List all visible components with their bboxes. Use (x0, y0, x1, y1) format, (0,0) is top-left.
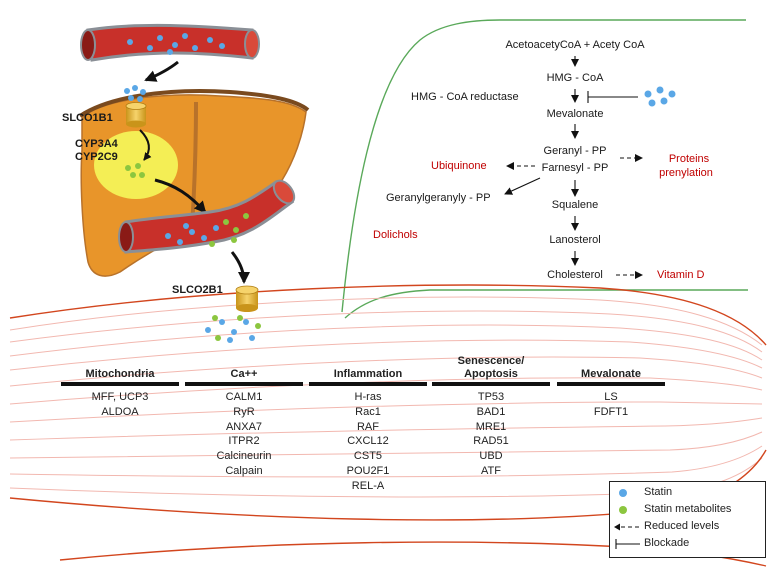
category-bars (61, 382, 665, 386)
gene-item: MFF, UCP3 (91, 391, 149, 403)
vitamin-d-label: Vitamin D (657, 269, 705, 281)
legend-reduced-label: Reduced levels (644, 520, 720, 532)
category-title-calcium: Ca++ (230, 368, 258, 380)
blockade-icon (615, 539, 640, 549)
gene-item: TP53 (477, 391, 505, 403)
statin-dots-liver (124, 85, 146, 102)
genes-inflammation: H-ras Rac1 RAF CXCL12 CST5 POU2F1 REL-A (347, 390, 390, 494)
arrow-to-vessel (154, 178, 207, 214)
gene-item: ITPR2 (228, 435, 260, 448)
squalene-label: Squalene (551, 199, 599, 211)
legend: Statin Statin metabolites Reduced levels… (609, 481, 766, 558)
category-title-apoptosis: Apoptosis (464, 368, 518, 380)
lanosterol-label: Lanosterol (549, 234, 601, 246)
proteins-label: Proteins (668, 153, 710, 165)
gene-item: RAD51 (473, 435, 509, 448)
genes-calcium: CALM1 RyR ANXA7 ITPR2 Calcineurin Calpai… (216, 390, 271, 479)
genes-senescence: TP53 BAD1 MRE1 RAD51 UBD ATF (473, 390, 508, 479)
gene-item: Calcineurin (216, 450, 272, 463)
gene-item: BAD1 (476, 405, 506, 418)
liver-cylinder (125, 102, 147, 128)
statin-dots-top (127, 33, 225, 55)
gene-item: CXCL12 (347, 435, 389, 448)
prenylation-label: prenylation (659, 167, 713, 179)
gene-item: UBD (479, 450, 503, 463)
metabolite-dots-liver (125, 163, 145, 178)
dashed-arrow-icon (614, 523, 639, 531)
ubiquinone-label: Ubiquinone (431, 160, 487, 172)
gene-item: Rac1 (355, 405, 381, 418)
mevalonate-label: Mevalonate (546, 108, 604, 120)
arrow-to-liver (144, 60, 179, 82)
statin-dot-icon (619, 489, 627, 497)
legend-statin-label: Statin (644, 486, 673, 498)
pathway-arrows (504, 56, 643, 279)
arrow-to-muscle (230, 251, 250, 284)
legend-blockade-label: Blockade (644, 537, 690, 549)
genes-mevalonate: LS FDFT1 (594, 390, 628, 420)
cyp3a4-label: CYP3A4 (75, 138, 118, 150)
legend-statin: Statin (610, 486, 760, 500)
gene-item: MRE1 (475, 420, 507, 433)
muscle-outline-top (9, 284, 767, 346)
gene-item: ALDOA (101, 405, 139, 418)
arrow-liver-inner (139, 129, 152, 161)
vessel-top (80, 23, 260, 62)
cholesterol-label: Cholesterol (547, 269, 603, 281)
gene-item: LS (604, 391, 618, 403)
category-title-mevalonate: Mevalonate (581, 368, 641, 380)
hmg-reductase-label: HMG - CoA reductase (411, 91, 519, 103)
gene-item: FDFT1 (593, 405, 629, 418)
category-title-senescence: Senescence/ (457, 355, 525, 367)
slco1b1-label: SLCO1B1 (62, 112, 113, 124)
statin-dots-muscle (205, 319, 255, 343)
category-title-mitochondria: Mitochondria (85, 368, 155, 380)
dolichols-label: Dolichols (373, 229, 418, 241)
gene-item: ANXA7 (225, 420, 263, 433)
statin-dots-pathway (644, 86, 676, 107)
geranyl-label: Geranyl - PP (543, 145, 607, 157)
gene-item: Calpain (225, 464, 263, 477)
gene-item: REL-A (351, 479, 385, 492)
gene-item: POU2F1 (346, 464, 390, 477)
legend-metabolites-label: Statin metabolites (644, 503, 732, 515)
cyp2c9-label: CYP2C9 (75, 151, 118, 163)
pathway-bubble-bottom (344, 289, 748, 319)
pathway-bubble-frame (341, 19, 746, 313)
gene-item: CST5 (353, 450, 383, 463)
gene-item: RAF (356, 420, 379, 433)
genes-mitochondria: MFF, UCP3 ALDOA (92, 390, 149, 420)
statin-dots-vessel (165, 223, 219, 245)
muscle-cylinder (235, 285, 259, 312)
metabolite-dots-muscle (212, 315, 261, 341)
gene-item: ATF (481, 464, 501, 477)
legend-metabolites: Statin metabolites (610, 503, 760, 517)
legend-blockade: Blockade (610, 537, 760, 551)
farnesyl-label: Farnesyl - PP (541, 162, 609, 174)
acetoacetyl-label: AcetoacetyCoA + Acety CoA (505, 39, 645, 51)
legend-reduced: Reduced levels (610, 520, 760, 534)
metabolite-dot-icon (619, 506, 627, 514)
metabolite-dots-vessel (209, 213, 249, 247)
gene-item: RyR (233, 405, 255, 418)
slco2b1-label: SLCO2B1 (172, 284, 223, 296)
gene-item: CALM1 (225, 391, 263, 403)
geranylgeranyl-label: Geranylgeranyly - PP (386, 192, 491, 204)
hmg-coa-label: HMG - CoA (546, 72, 604, 84)
gene-item: H-ras (354, 391, 382, 403)
category-title-inflammation: Inflammation (333, 368, 403, 380)
